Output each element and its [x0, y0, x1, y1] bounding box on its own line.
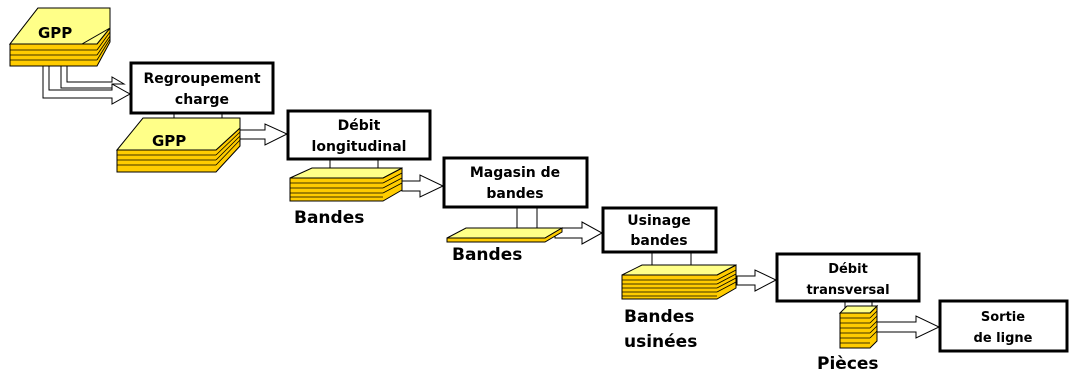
label-pieces: Pièces — [817, 354, 879, 374]
arrow-gpp1-to-regroupement — [42, 63, 132, 105]
label-gpp-1: GPP — [38, 24, 72, 42]
connectors — [42, 63, 941, 339]
label-bandes-2: Bandes — [452, 245, 522, 265]
stack-bandes-usinees: Bandes usinées — [621, 264, 737, 352]
step-label-line2: bandes — [630, 233, 687, 249]
stack-gpp-2: GPP — [115, 117, 241, 173]
step-label-line1: Débit — [828, 262, 868, 277]
step-label-line1: Débit — [338, 118, 381, 134]
arrow-bandesusinees-to-debit-trans — [736, 269, 778, 292]
step-debit-transversal: Débit transversal — [775, 252, 921, 303]
step-debit-longitudinal: Débit longitudinal — [286, 109, 432, 161]
step-box — [938, 299, 1069, 353]
stack-bandes-2: Bandes — [446, 227, 564, 265]
step-usinage-bandes: Usinage bandes — [601, 206, 718, 254]
arrow-bandes2-to-usinage — [554, 221, 604, 245]
step-box — [129, 61, 275, 115]
label-bandes-usinees-1: Bandes — [624, 307, 694, 327]
stack-bandes-1: Bandes — [289, 167, 403, 228]
step-sortie-de-ligne: Sortie de ligne — [938, 299, 1069, 353]
arrow-pieces-to-sortie — [876, 315, 941, 339]
step-label-line1: Magasin de — [470, 165, 560, 181]
label-gpp-2: GPP — [152, 132, 186, 150]
step-label-line2: longitudinal — [312, 139, 407, 155]
step-label-line1: Regroupement — [143, 71, 260, 87]
arrow-gpp1-to-regroupement-2 — [60, 63, 126, 89]
stack-gpp-1: GPP — [8, 7, 111, 67]
step-regroupement-charge: Regroupement charge — [129, 61, 275, 115]
step-label-line1: Sortie — [981, 310, 1025, 325]
label-bandes-1: Bandes — [294, 208, 364, 228]
step-box — [775, 252, 921, 303]
label-bandes-usinees-2: usinées — [624, 332, 697, 352]
step-box — [601, 206, 718, 254]
step-label-line1: Usinage — [627, 213, 690, 229]
step-label-line2: de ligne — [974, 331, 1033, 346]
step-box — [442, 156, 589, 209]
step-label-line2: charge — [175, 92, 229, 108]
step-label-line2: transversal — [806, 283, 889, 298]
arrow-bandes1-to-magasin — [401, 174, 445, 198]
arrow-gpp2-to-debit-long — [239, 123, 289, 146]
step-label-line2: bandes — [486, 186, 543, 202]
step-magasin-de-bandes: Magasin de bandes — [442, 156, 589, 209]
step-box — [286, 109, 432, 161]
stack-pieces: Pièces — [817, 304, 879, 374]
